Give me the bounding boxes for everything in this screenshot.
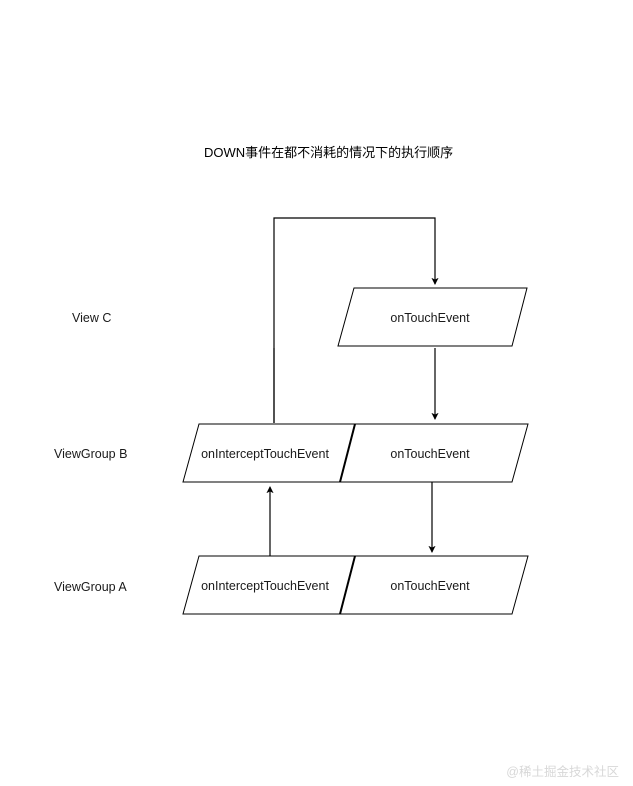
connector-b-intercept-to-c-ontouchevent [273, 217, 439, 423]
node-label-viewgroup-a-ontouchevent: onTouchEvent [390, 579, 470, 593]
node-label-view-c-ontouchevent: onTouchEvent [390, 311, 470, 325]
lane-label-viewgroup-a: ViewGroup A [54, 580, 127, 594]
lane-label-viewgroup-b: ViewGroup B [54, 447, 127, 461]
node-divider-viewgroup-b [339, 423, 356, 483]
diagram-title: DOWN事件在都不消耗的情况下的执行顺序 [204, 145, 453, 160]
node-viewgroup-b[interactable]: onInterceptTouchEvent onTouchEvent [182, 423, 529, 483]
node-label-viewgroup-b-ontouchevent: onTouchEvent [390, 447, 470, 461]
watermark-label: @稀土掘金技术社区 [506, 764, 619, 779]
node-divider-viewgroup-a [339, 555, 356, 615]
lane-label-view-c: View C [72, 311, 111, 325]
node-viewgroup-a[interactable]: onInterceptTouchEvent onTouchEvent [182, 555, 529, 615]
node-shape-viewgroup-a [182, 555, 529, 615]
node-shape-viewgroup-b [182, 423, 529, 483]
node-label-viewgroup-a-onintercepttouchevent: onInterceptTouchEvent [201, 579, 329, 593]
node-view-c-ontouchevent[interactable]: onTouchEvent [337, 287, 528, 347]
node-shape-view-c-ontouchevent [337, 287, 528, 347]
node-label-viewgroup-b-onintercepttouchevent: onInterceptTouchEvent [201, 447, 329, 461]
